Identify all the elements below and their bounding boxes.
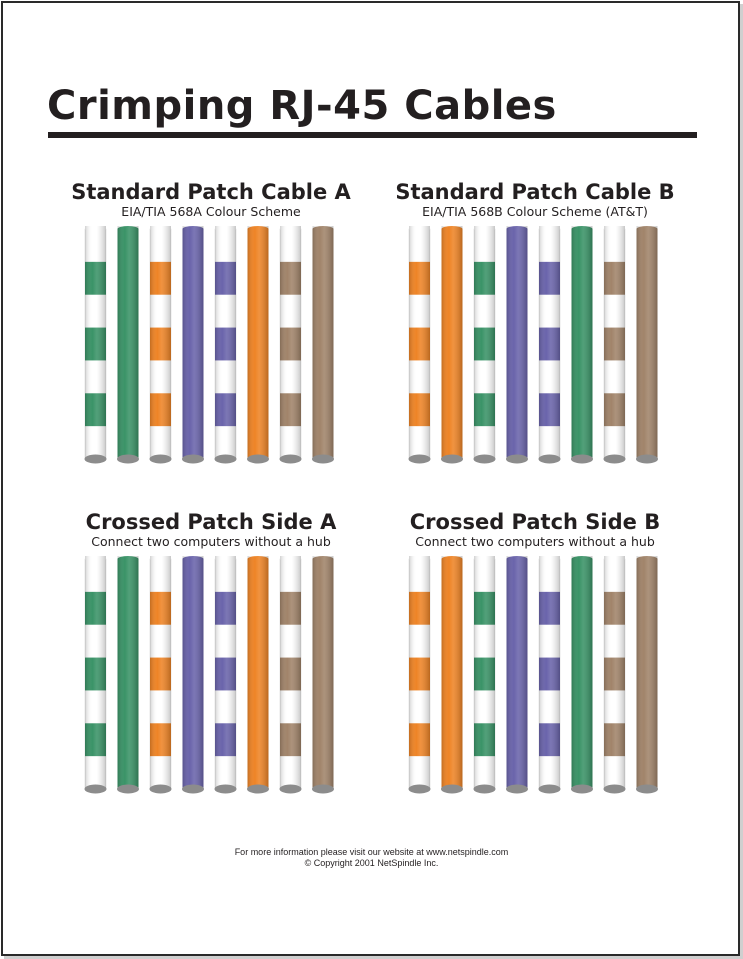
wire-1 [408,556,431,794]
wire-2 [117,556,139,794]
wire-3 [149,226,172,464]
panel-title: Standard Patch Cable B [395,180,675,204]
wire-6 [247,556,269,794]
wire-5 [538,226,561,464]
wire-3 [149,556,172,794]
wire-diagram [84,226,334,464]
wire-4 [506,556,528,794]
wire-4 [182,226,204,464]
wire-5 [538,556,561,794]
wire-7 [603,226,626,464]
panel-subtitle: Connect two computers without a hub [91,534,331,549]
wire-1 [84,226,107,464]
panel-title: Crossed Patch Side A [85,510,337,534]
panel-crossed-a: Crossed Patch Side A Connect two compute… [46,510,376,794]
panel-crossed-b: Crossed Patch Side B Connect two compute… [370,510,700,794]
panel-subtitle: EIA/TIA 568A Colour Scheme [121,204,301,219]
panel-subtitle: EIA/TIA 568B Colour Scheme (AT&T) [422,204,648,219]
wire-4 [506,226,528,464]
wire-4 [182,556,204,794]
wire-8 [636,226,658,464]
wire-diagram [408,556,658,794]
wire-2 [441,226,463,464]
panel-title: Standard Patch Cable A [71,180,351,204]
wire-5 [214,556,237,794]
wire-diagram [84,556,334,794]
panel-subtitle: Connect two computers without a hub [415,534,655,549]
wire-7 [279,226,302,464]
wire-3 [473,556,496,794]
panel-standard-b: Standard Patch Cable B EIA/TIA 568B Colo… [370,180,700,464]
wire-3 [473,226,496,464]
panel-title: Crossed Patch Side B [409,510,661,534]
wire-8 [312,556,334,794]
panel-standard-a: Standard Patch Cable A EIA/TIA 568A Colo… [46,180,376,464]
footer: For more information please visit our we… [0,847,743,869]
wire-6 [571,556,593,794]
page-title: Crimping RJ-45 Cables [47,83,557,129]
wire-7 [279,556,302,794]
footer-copyright: © Copyright 2001 NetSpindle Inc. [304,858,439,868]
wire-7 [603,556,626,794]
wire-6 [571,226,593,464]
title-rule [48,132,697,138]
wire-diagram [408,226,658,464]
wire-2 [117,226,139,464]
wire-1 [84,556,107,794]
wire-8 [636,556,658,794]
wire-5 [214,226,237,464]
wire-6 [247,226,269,464]
wire-2 [441,556,463,794]
footer-website: For more information please visit our we… [234,847,509,857]
wire-1 [408,226,431,464]
wire-8 [312,226,334,464]
